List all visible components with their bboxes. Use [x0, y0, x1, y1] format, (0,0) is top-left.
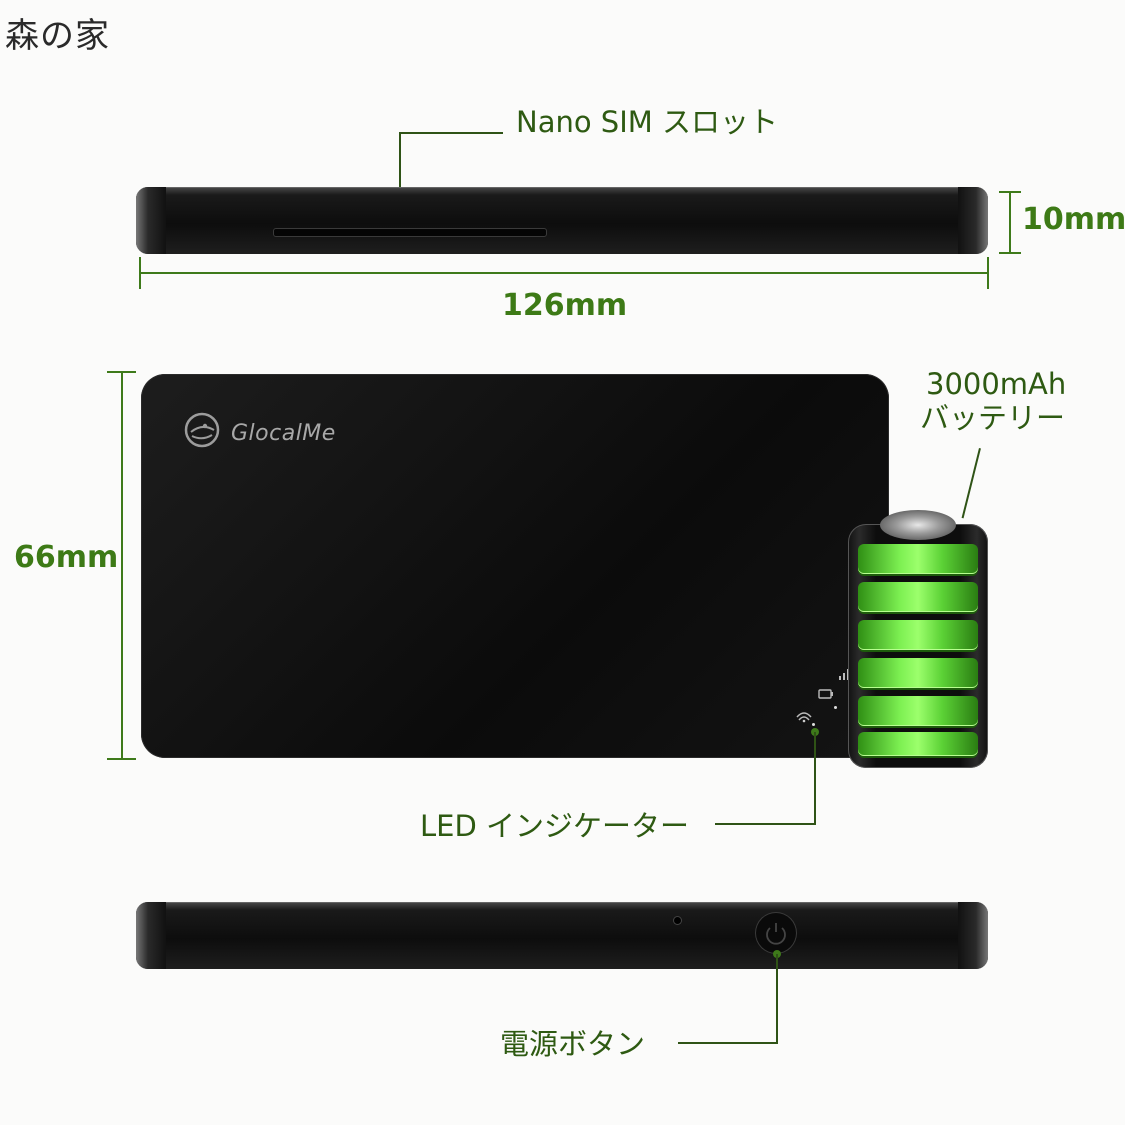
device-side-bottom	[136, 902, 988, 969]
thickness-dim-vertical	[1009, 191, 1011, 253]
device-side-bottom-left-end	[136, 902, 166, 969]
width-dim-vertical	[121, 371, 123, 760]
sim-slot-label: Nano SIM スロット	[516, 105, 779, 139]
thickness-dim-bottom	[999, 252, 1021, 254]
device-front-face: GlocalMe	[141, 374, 889, 758]
battery-cell-3	[858, 620, 978, 650]
device-side-top-right-end	[958, 187, 988, 254]
battery-capacity-label: 3000mAh	[926, 367, 1067, 401]
battery-led-icon	[818, 686, 834, 700]
globe-logo-icon	[183, 411, 221, 449]
wifi-led-icon	[796, 708, 812, 724]
power-icon[interactable]	[756, 913, 796, 953]
power-button-label: 電源ボタン	[500, 1027, 646, 1061]
width-dim-bottom	[107, 758, 136, 760]
power-leader-vertical	[776, 954, 778, 1044]
reset-hole	[674, 917, 681, 924]
led-leader-horizontal	[715, 823, 816, 825]
battery-illustration-icon	[848, 510, 988, 768]
thickness-label: 10mm	[1022, 202, 1125, 237]
length-dim-horizontal	[139, 272, 988, 274]
battery-cell-5	[858, 696, 978, 726]
battery-cell-4	[858, 658, 978, 688]
led-leader-vertical	[814, 732, 816, 825]
device-side-bottom-right-end	[958, 902, 988, 969]
led-indicator-label: LED インジケーター	[420, 809, 690, 843]
battery-leader-line	[961, 448, 981, 519]
watermark-logo: 森の家	[5, 16, 110, 56]
sim-leader-vertical	[399, 132, 401, 228]
nano-sim-slot	[273, 228, 547, 237]
sim-leader-horizontal	[399, 132, 503, 134]
device-side-top	[136, 187, 988, 254]
brand-logo-text: GlocalMe	[231, 421, 336, 446]
battery-cell-1	[858, 544, 978, 574]
length-dim-right	[987, 257, 989, 289]
led-light-2	[834, 706, 837, 709]
width-label: 66mm	[14, 540, 119, 575]
power-leader-horizontal	[678, 1042, 778, 1044]
battery-cell-2	[858, 582, 978, 612]
length-label: 126mm	[502, 288, 628, 323]
battery-cap	[880, 510, 956, 540]
device-side-top-left-end	[136, 187, 166, 254]
battery-word-label: バッテリー	[920, 401, 1066, 435]
led-light-1	[812, 723, 815, 726]
battery-cell-6	[858, 732, 978, 756]
